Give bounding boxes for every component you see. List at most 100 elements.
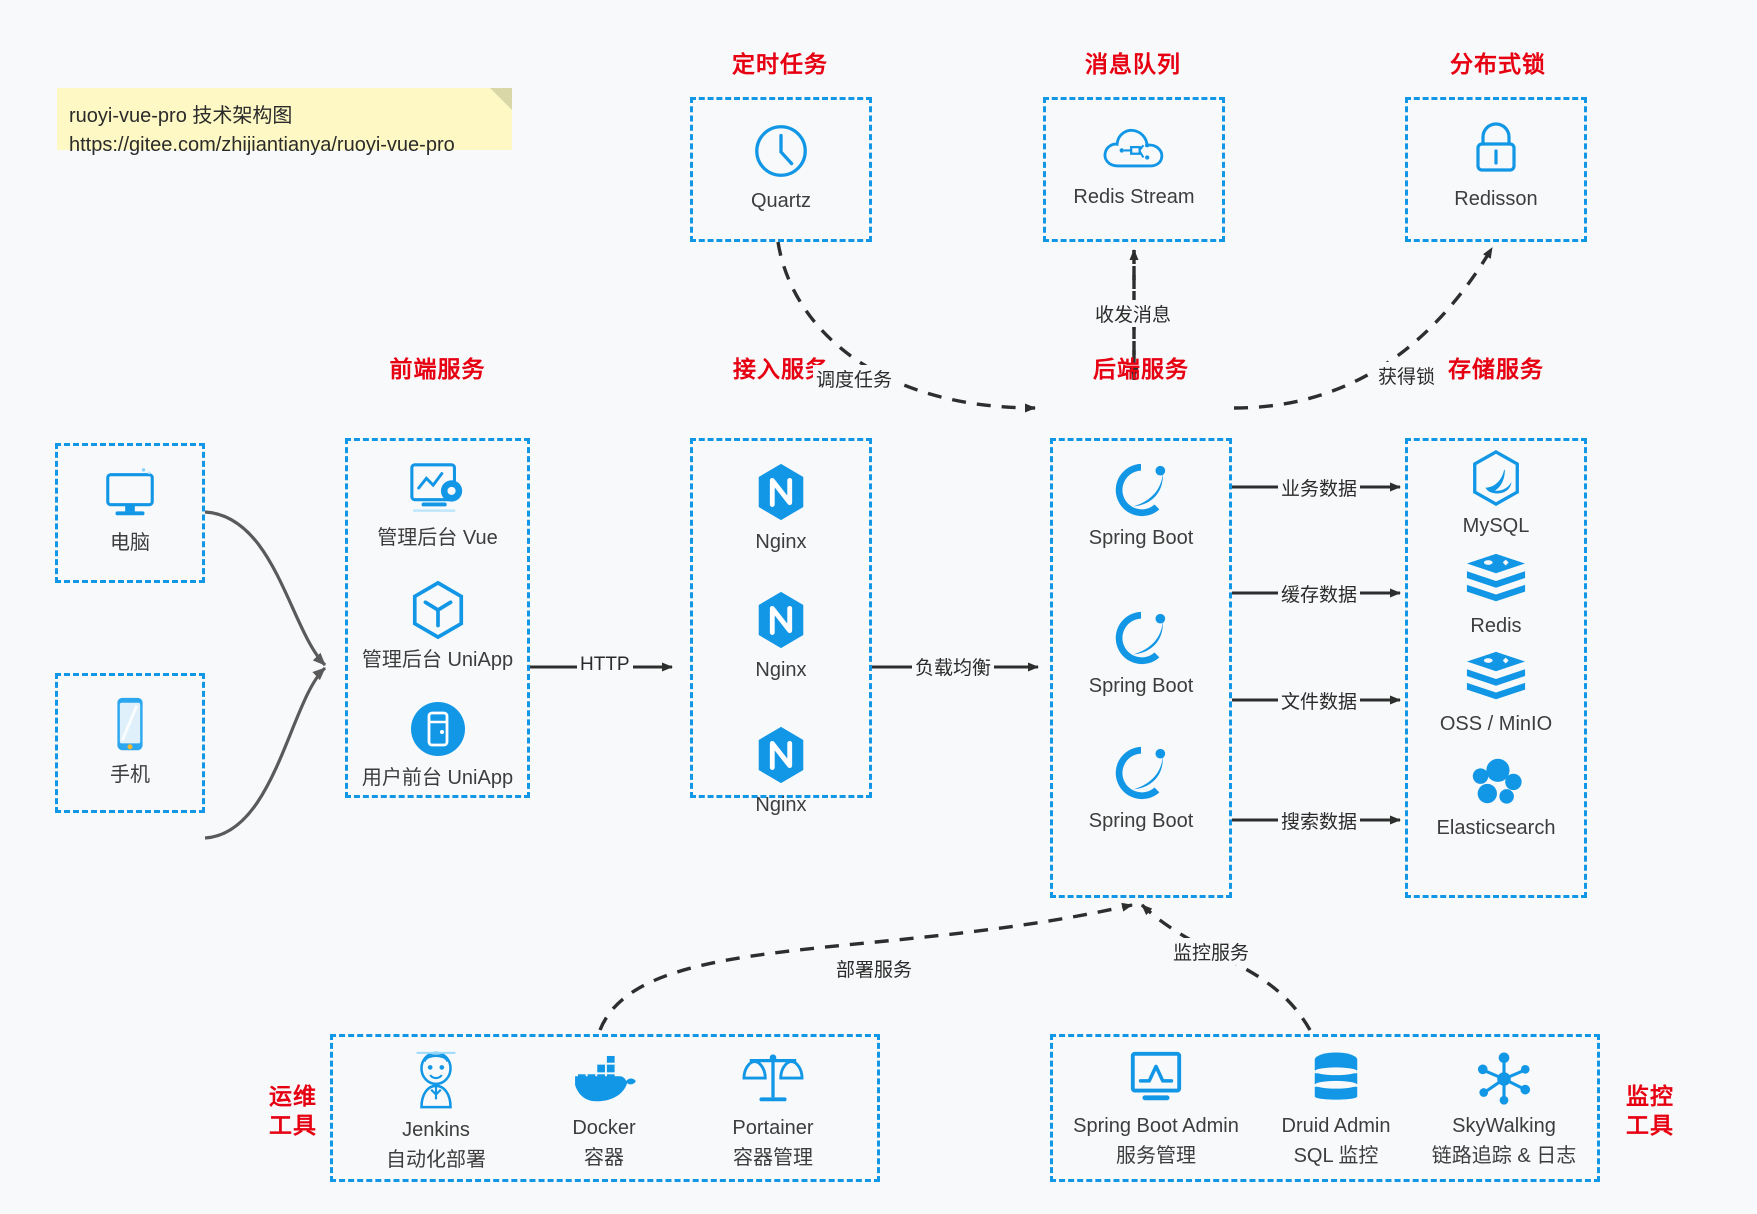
group-label-backend-service: 后端服务 <box>1093 356 1189 382</box>
node-redis[interactable]: Redis <box>1408 551 1584 639</box>
node-label-admin-vue: 管理后台 Vue <box>377 527 498 549</box>
scales-icon <box>742 1054 804 1102</box>
node-docker[interactable]: Docker 容器 <box>519 1055 689 1170</box>
diagram-note: ruoyi-vue-pro 技术架构图 https://gitee.com/zh… <box>57 88 512 156</box>
node-spring-boot-1[interactable]: Spring Boot <box>1053 461 1229 551</box>
node-label-redis: Redis <box>1470 615 1522 637</box>
elasticsearch-icon <box>1472 758 1522 804</box>
node-computer[interactable]: 电脑 <box>58 466 202 556</box>
note-line-url: https://gitee.com/zhijiantianya/ruoyi-vu… <box>69 134 455 156</box>
group-label-storage-service: 存储服务 <box>1448 356 1544 382</box>
desktop-icon <box>106 468 154 516</box>
node-label-quartz: Quartz <box>750 190 812 212</box>
edge-label-monitor-service: 监控服务 <box>1170 938 1253 965</box>
database-icon <box>1314 1052 1358 1100</box>
node-label-spring-boot-3: Spring Boot <box>1088 810 1194 832</box>
nginx-icon <box>758 726 804 784</box>
node-spring-boot-3[interactable]: Spring Boot <box>1053 744 1229 834</box>
node-label-user-uniapp: 用户前台 UniApp <box>361 767 514 789</box>
mysql-dolphin-icon <box>1473 450 1519 506</box>
node-quartz[interactable]: Quartz <box>693 120 869 214</box>
node-label-elasticsearch: Elasticsearch <box>1436 817 1556 839</box>
edge-label-file-data: 文件数据 <box>1278 687 1361 714</box>
group-label-monitor-line2: 工具 <box>1626 1111 1674 1138</box>
group-label-devops-tools: 运维 工具 <box>258 1082 328 1140</box>
node-admin-uniapp[interactable]: 管理后台 UniApp <box>348 579 527 673</box>
group-label-devops-line1: 运维 <box>269 1083 317 1109</box>
network-node-icon <box>1477 1052 1531 1105</box>
node-portainer[interactable]: Portainer 容器管理 <box>688 1049 858 1170</box>
node-label-admin-uniapp: 管理后台 UniApp <box>361 649 514 671</box>
node-sublabel-jenkins: 自动化部署 <box>386 1149 486 1171</box>
spring-leaf-icon <box>1115 611 1166 665</box>
node-label-jenkins: Jenkins <box>402 1119 470 1141</box>
group-box-backend-service: Spring Boot Spring Boot Spring Boot <box>1050 438 1232 898</box>
node-nginx-3[interactable]: Nginx <box>693 724 869 818</box>
node-sublabel-druid-admin: SQL 监控 <box>1293 1145 1379 1167</box>
group-box-frontend-service: 管理后台 Vue 管理后台 UniApp 用户前台 UniApp <box>345 438 530 798</box>
group-label-devops-line2: 工具 <box>269 1111 317 1138</box>
edge-label-http: HTTP <box>577 654 633 676</box>
node-label-computer: 电脑 <box>110 532 150 554</box>
node-label-docker: Docker <box>572 1117 636 1139</box>
node-nginx-1[interactable]: Nginx <box>693 461 869 555</box>
mobile-icon <box>117 697 143 751</box>
node-redisson[interactable]: Redisson <box>1408 118 1584 212</box>
node-label-skywalking: SkyWalking <box>1452 1115 1556 1137</box>
node-admin-vue[interactable]: 管理后台 Vue <box>348 459 527 551</box>
node-skywalking[interactable]: SkyWalking 链路追踪 & 日志 <box>1411 1051 1597 1168</box>
mobile-app-icon <box>410 702 465 756</box>
note-line-title: ruoyi-vue-pro 技术架构图 <box>69 105 293 127</box>
node-sublabel-portainer: 容器管理 <box>733 1147 813 1169</box>
group-box-computer: 电脑 <box>55 443 205 583</box>
node-label-druid-admin: Druid Admin <box>1281 1115 1391 1137</box>
node-label-spring-boot-2: Spring Boot <box>1088 675 1194 697</box>
node-druid-admin[interactable]: Druid Admin SQL 监控 <box>1251 1051 1421 1168</box>
group-label-monitor-tools: 监控 工具 <box>1615 1082 1685 1140</box>
group-box-monitor-tools: Spring Boot Admin 服务管理 Druid Admin SQL 监… <box>1050 1034 1600 1182</box>
node-spring-boot-admin[interactable]: Spring Boot Admin 服务管理 <box>1061 1049 1251 1168</box>
edge-label-schedule-task: 调度任务 <box>813 365 896 392</box>
jenkins-butler-icon <box>416 1051 456 1109</box>
node-label-nginx-1: Nginx <box>755 531 807 553</box>
node-phone[interactable]: 手机 <box>58 694 202 788</box>
node-nginx-2[interactable]: Nginx <box>693 589 869 683</box>
group-label-scheduled-task: 定时任务 <box>732 51 828 77</box>
node-redis-stream[interactable]: Redis Stream <box>1046 120 1222 210</box>
edge-label-search-data: 搜索数据 <box>1278 807 1361 834</box>
docker-whale-icon <box>575 1055 636 1102</box>
spring-leaf-icon <box>1115 463 1166 517</box>
edge-label-acquire-lock: 获得锁 <box>1375 362 1439 389</box>
dashboard-gear-icon <box>409 463 462 512</box>
edge-label-load-balance: 负载均衡 <box>912 653 995 680</box>
node-oss-minio[interactable]: OSS / MinIO <box>1408 649 1584 737</box>
group-box-storage-service: MySQL Redis OSS / MinIO <box>1405 438 1587 898</box>
node-label-spring-boot-1: Spring Boot <box>1088 527 1194 549</box>
edge-label-cache-data: 缓存数据 <box>1278 580 1361 607</box>
node-mysql[interactable]: MySQL <box>1408 449 1584 539</box>
node-label-redisson: Redisson <box>1454 188 1538 210</box>
node-label-nginx-3: Nginx <box>755 794 807 816</box>
node-elasticsearch[interactable]: Elasticsearch <box>1408 751 1584 841</box>
node-label-redis-stream: Redis Stream <box>1073 186 1195 208</box>
node-jenkins[interactable]: Jenkins 自动化部署 <box>351 1049 521 1172</box>
lock-icon <box>1476 122 1516 172</box>
cube-icon <box>412 580 463 640</box>
group-box-distributed-lock: Redisson <box>1405 97 1587 242</box>
node-sublabel-skywalking: 链路追踪 & 日志 <box>1431 1145 1577 1167</box>
monitor-chart-icon <box>1130 1051 1182 1101</box>
node-user-uniapp[interactable]: 用户前台 UniApp <box>348 699 527 791</box>
note-fold-corner <box>490 88 512 110</box>
cloud-stream-icon <box>1103 129 1164 168</box>
redis-stack-icon <box>1466 651 1526 700</box>
edge-label-business-data: 业务数据 <box>1278 474 1361 501</box>
group-label-frontend-service: 前端服务 <box>389 356 486 382</box>
node-label-portainer: Portainer <box>732 1117 814 1139</box>
node-label-nginx-2: Nginx <box>755 659 807 681</box>
group-box-scheduled-task: Quartz <box>690 97 872 242</box>
edge-label-send-receive: 收发消息 <box>1092 300 1175 327</box>
node-spring-boot-2[interactable]: Spring Boot <box>1053 609 1229 699</box>
group-box-phone: 手机 <box>55 673 205 813</box>
node-label-mysql: MySQL <box>1462 515 1530 537</box>
